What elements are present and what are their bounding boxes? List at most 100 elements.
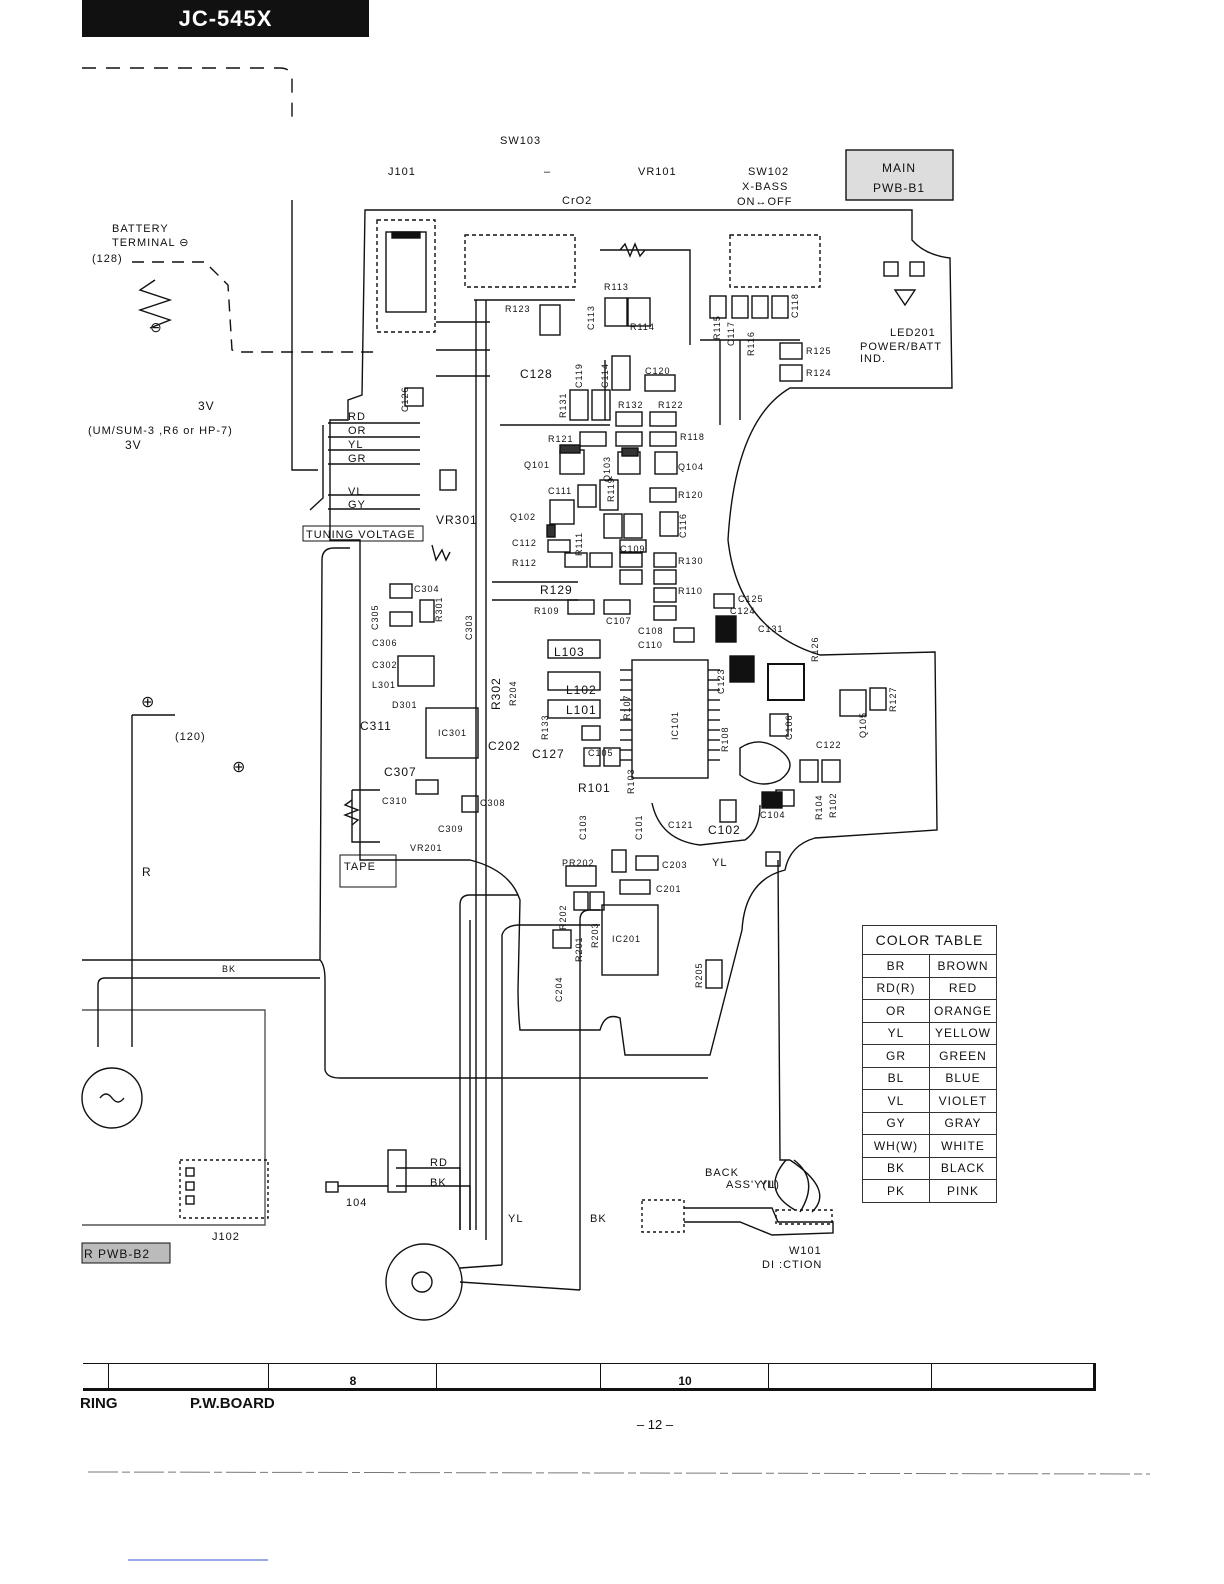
component-label: VR201 <box>410 843 443 853</box>
component-label: C120 <box>645 366 671 376</box>
battery-types: (UM/SUM-3 ,R6 or HP-7) <box>88 425 233 437</box>
wire-gy-label: GY <box>348 499 366 511</box>
component-label: R131 <box>558 392 568 418</box>
component-label: R202 <box>558 904 568 930</box>
sub-board-outline <box>82 1009 266 1226</box>
main-board-outline <box>329 209 953 1056</box>
component-label: R109 <box>534 606 560 616</box>
sub-jack-circle <box>81 1067 143 1129</box>
component-label: R110 <box>678 586 703 596</box>
component-label: C103 <box>578 814 588 840</box>
page-number: – 12 – <box>636 1417 674 1432</box>
component-label: R205 <box>694 962 704 988</box>
component-label: C203 <box>662 860 688 870</box>
tuning-voltage-box <box>302 525 424 542</box>
grid-cell <box>768 1364 932 1388</box>
component-label: R301 <box>434 596 444 622</box>
l101-coil <box>547 699 601 719</box>
component-label: C126 <box>400 386 410 412</box>
dashed-boundary-top <box>82 67 293 118</box>
grid-cell <box>436 1364 601 1388</box>
component-label: C114 <box>600 363 610 388</box>
component-label: C125 <box>738 594 764 604</box>
component-label: C119 <box>574 363 584 388</box>
back-assy-label: BACK <box>705 1167 739 1179</box>
sub-board-label: R PWB-B2 <box>84 1247 150 1261</box>
component-label: R203 <box>590 922 600 948</box>
component-labels: R123 C113 R113 R114 R115 C117 R116 C118 … <box>360 282 898 1002</box>
color-name: VIOLET <box>929 1089 997 1113</box>
component-label: R124 <box>806 368 832 378</box>
harness-wires <box>328 422 420 510</box>
component-label: D301 <box>392 700 418 710</box>
sw103-label: SW103 <box>500 135 541 147</box>
component-label: C309 <box>438 824 464 834</box>
component-label: C302 <box>372 660 398 670</box>
component-label: C131 <box>758 624 784 634</box>
tape-label: TAPE <box>344 861 376 873</box>
l103-coil <box>547 639 601 659</box>
color-name: GREEN <box>929 1044 997 1068</box>
model-banner: JC-545X <box>82 0 369 37</box>
battery-spring <box>137 279 173 329</box>
harness-bracket <box>309 425 324 511</box>
wire-bk-bottom-2: BK <box>590 1213 607 1225</box>
ic101-pins <box>620 669 720 761</box>
color-name: ORANGE <box>929 999 997 1023</box>
component-label: Q105 <box>858 712 868 738</box>
component-label: PR202 <box>562 858 595 868</box>
component-label: C307 <box>384 765 417 779</box>
l102-coil <box>547 671 601 691</box>
component-label: L101 <box>566 703 597 717</box>
tuning-voltage-label: TUNING VOLTAGE <box>306 529 416 541</box>
color-abbr: VL <box>862 1089 930 1113</box>
component-label: L301 <box>372 680 396 690</box>
component-label: L102 <box>566 683 597 697</box>
dash-label: – <box>544 166 551 178</box>
component-label: C105 <box>588 748 614 758</box>
xbass-label: X-BASS <box>742 181 788 193</box>
grid-cell: 8 <box>268 1364 437 1388</box>
component-label: R103 <box>626 768 636 794</box>
led-label-3: IND. <box>860 353 886 365</box>
component-label: C106 <box>784 714 794 740</box>
component-label: IC301 <box>438 728 467 738</box>
component-label: C101 <box>634 814 644 840</box>
vr101-track <box>600 249 691 345</box>
color-name: BLUE <box>929 1066 997 1090</box>
component-label: R123 <box>505 304 531 314</box>
component-label: C310 <box>382 796 408 806</box>
sw102-label: SW102 <box>748 166 789 178</box>
on-off-label: ON↔OFF <box>737 196 793 208</box>
ref-120: (120) <box>175 731 206 743</box>
ic301-body <box>425 707 479 759</box>
wire-bk-bottom: BK <box>430 1177 447 1189</box>
oval-cutout <box>739 741 791 785</box>
component-label: C118 <box>790 293 800 318</box>
battery-voltage: 3V <box>198 399 215 413</box>
sw102-switch <box>729 234 821 288</box>
component-label: Q102 <box>510 512 536 522</box>
color-name: PINK <box>929 1179 997 1203</box>
component-label: R122 <box>658 400 684 410</box>
component-label: R120 <box>678 490 704 500</box>
ic201-body <box>601 904 659 976</box>
color-table-title: COLOR TABLE <box>862 925 997 955</box>
component-label: C112 <box>512 538 537 548</box>
direction-label: DI :CTION <box>762 1259 822 1271</box>
component-label: C104 <box>760 810 786 820</box>
component-label: C108 <box>638 626 664 636</box>
component-label: C308 <box>480 798 506 808</box>
component-label: C116 <box>678 513 688 538</box>
tape-box <box>339 854 397 888</box>
j101-outline <box>376 219 436 333</box>
tuning-feed-wire <box>319 547 350 961</box>
yl-speaker-wire <box>501 924 600 1265</box>
wire-yl-label: YL <box>348 439 363 451</box>
component-label: Q104 <box>678 462 704 472</box>
